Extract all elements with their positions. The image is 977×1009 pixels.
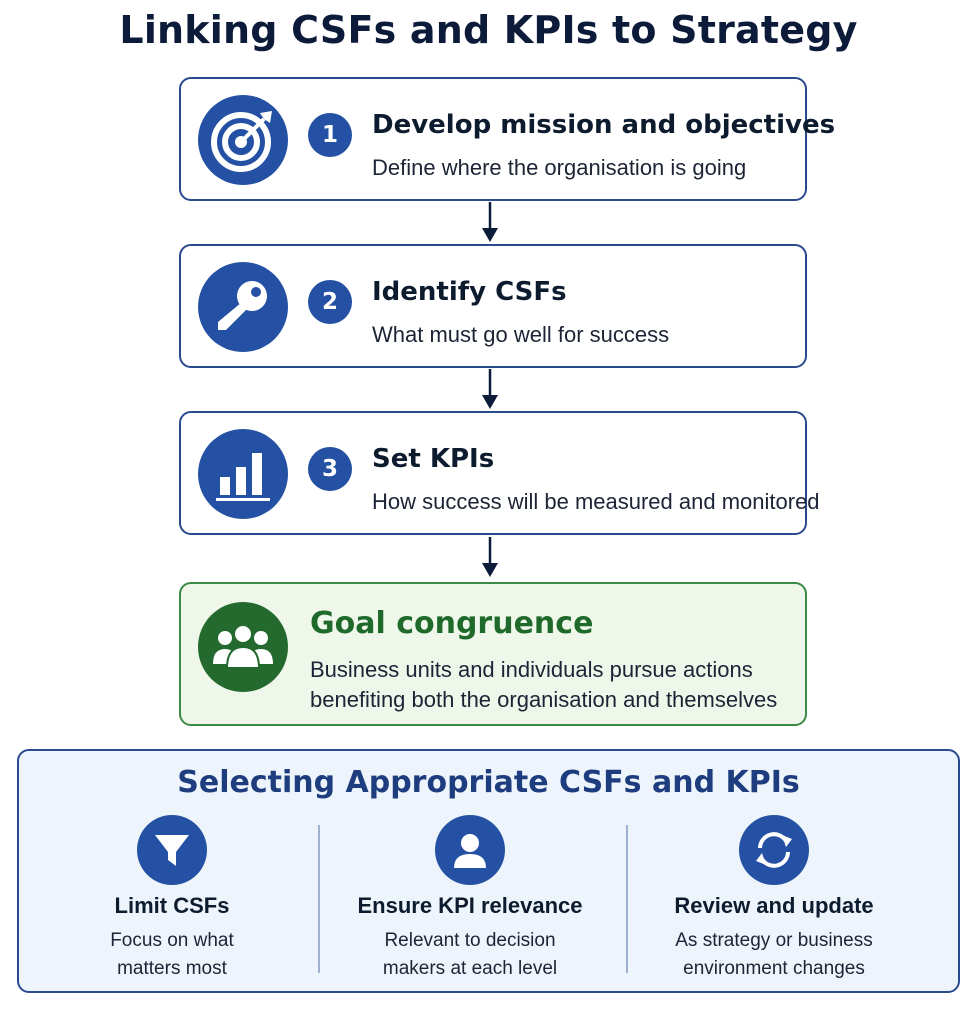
step-card-2: 2 Identify CSFs What must go well for su… bbox=[179, 244, 807, 368]
selecting-title: Selecting Appropriate CSFs and KPIs bbox=[177, 765, 800, 800]
step-number: 3 bbox=[308, 447, 352, 491]
step-description: Define where the organisation is going bbox=[372, 155, 747, 180]
goal-congruence-card: Goal congruence Business units and indiv… bbox=[179, 582, 807, 726]
step-number: 2 bbox=[308, 280, 352, 324]
step-number: 1 bbox=[308, 113, 352, 157]
funnel-icon bbox=[137, 815, 207, 885]
people-group-icon bbox=[198, 602, 288, 692]
column-divider bbox=[318, 825, 320, 973]
step-description: What must go well for success bbox=[372, 322, 670, 347]
page-title: Linking CSFs and KPIs to Strategy bbox=[119, 8, 858, 52]
down-arrow-icon bbox=[482, 537, 498, 577]
column-divider bbox=[626, 825, 628, 973]
item-title: Limit CSFs bbox=[114, 893, 230, 918]
step-title: Develop mission and objectives bbox=[372, 110, 836, 140]
step-title: Identify CSFs bbox=[372, 277, 567, 307]
user-icon bbox=[435, 815, 505, 885]
key-icon bbox=[198, 262, 288, 352]
step-card-1: 1 Develop mission and objectives Define … bbox=[179, 77, 835, 201]
goal-title: Goal congruence bbox=[310, 606, 594, 641]
step-card-3: 3 Set KPIs How success will be measured … bbox=[179, 411, 820, 535]
step-description: How success will be measured and monitor… bbox=[372, 489, 820, 514]
target-icon bbox=[198, 95, 288, 185]
selecting-item-limit-csfs: Limit CSFs Focus on what matters most bbox=[19, 811, 325, 991]
item-title: Ensure KPI relevance bbox=[357, 893, 583, 918]
goal-description: Business units and individuals pursue ac… bbox=[310, 657, 778, 712]
refresh-icon bbox=[739, 815, 809, 885]
bar-chart-icon bbox=[198, 429, 288, 519]
selecting-panel: Selecting Appropriate CSFs and KPIs Limi… bbox=[17, 749, 960, 993]
item-description: Relevant to decision makers at each leve… bbox=[382, 930, 558, 979]
item-title: Review and update bbox=[674, 893, 874, 918]
selecting-item-review-update: Review and update As strategy or busines… bbox=[621, 811, 927, 991]
selecting-item-kpi-relevance: Ensure KPI relevance Relevant to decisio… bbox=[317, 811, 623, 991]
down-arrow-icon bbox=[482, 369, 498, 409]
item-description: As strategy or business environment chan… bbox=[675, 930, 873, 979]
step-title: Set KPIs bbox=[372, 444, 495, 474]
item-description: Focus on what matters most bbox=[110, 930, 234, 979]
down-arrow-icon bbox=[482, 202, 498, 242]
